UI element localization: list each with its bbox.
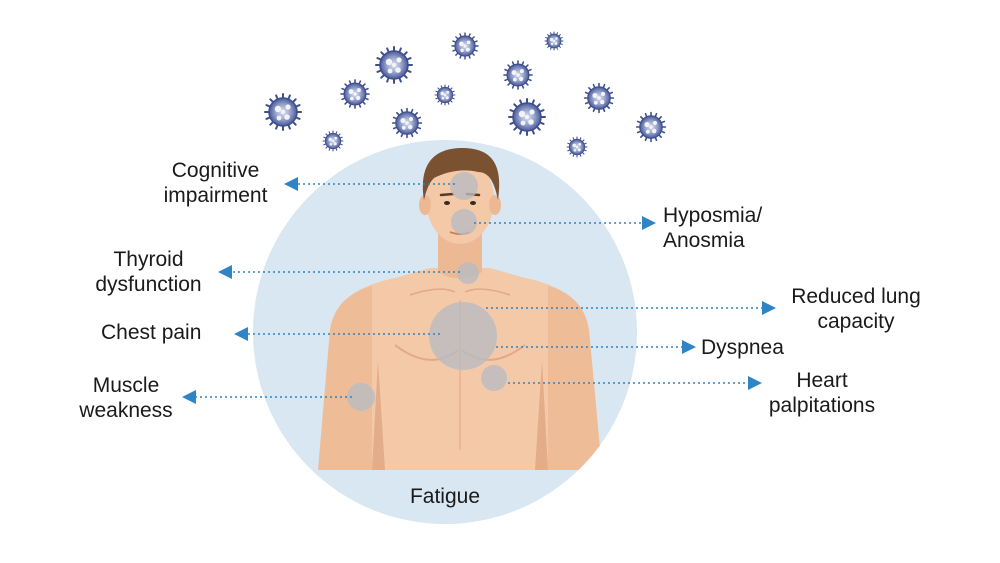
virus-icon [635, 111, 667, 143]
virus-icon [264, 93, 302, 131]
virus-icon [391, 107, 423, 139]
virus-icon [583, 82, 615, 114]
arrow-icon [682, 340, 696, 354]
nose-marker [451, 209, 477, 235]
label-fatigue: Fatigue [395, 484, 495, 509]
arm-marker [347, 383, 375, 411]
virus-icon [544, 31, 564, 51]
virus-icon [503, 60, 533, 90]
label-line: Dyspnea [701, 336, 784, 359]
label-cognitive-impairment: Cognitive impairment [148, 158, 283, 208]
label-line: Fatigue [409, 485, 481, 508]
label-dyspnea: Dyspnea [701, 335, 784, 360]
virus-icon [375, 46, 413, 84]
arrow-icon [284, 177, 298, 191]
label-line: Hyposmia/ [663, 204, 763, 227]
arrow-icon [218, 265, 232, 279]
brain-marker [450, 172, 478, 200]
label-heart-palpitations: Heart palpitations [754, 368, 890, 418]
label-muscle-weakness: Muscle weakness [66, 373, 186, 423]
label-line: Cognitive [171, 159, 260, 182]
virus-icon [340, 79, 370, 109]
label-line: impairment [163, 184, 268, 207]
virus-icon [508, 98, 546, 136]
label-line: dysfunction [95, 273, 202, 296]
arrow-icon [762, 301, 776, 315]
arrow-icon [182, 390, 196, 404]
label-line: weakness [79, 399, 173, 422]
virus-icon [451, 32, 479, 60]
virus-cluster [264, 31, 667, 158]
virus-icon [566, 136, 588, 158]
label-line: Muscle [92, 374, 160, 397]
label-chest-pain: Chest pain [101, 320, 201, 345]
label-line: palpitations [768, 394, 876, 417]
label-reduced-lung-capacity: Reduced lung capacity [776, 284, 936, 334]
label-line: Reduced lung [791, 285, 921, 308]
label-line: Thyroid [113, 248, 184, 271]
virus-icon [322, 130, 344, 152]
arrow-icon [234, 327, 248, 341]
label-line: capacity [817, 310, 895, 333]
arrow-icon [748, 376, 762, 390]
thyroid-marker [457, 262, 479, 284]
label-line: Heart [796, 369, 848, 392]
chest-marker [429, 302, 497, 370]
label-line: Anosmia [663, 229, 745, 252]
heart-marker [481, 365, 507, 391]
arrow-icon [642, 216, 656, 230]
label-thyroid-dysfunction: Thyroid dysfunction [76, 247, 221, 297]
label-line: Chest pain [101, 321, 202, 344]
virus-icon [434, 84, 456, 106]
label-hyposmia-anosmia: Hyposmia/ Anosmia [663, 203, 762, 253]
